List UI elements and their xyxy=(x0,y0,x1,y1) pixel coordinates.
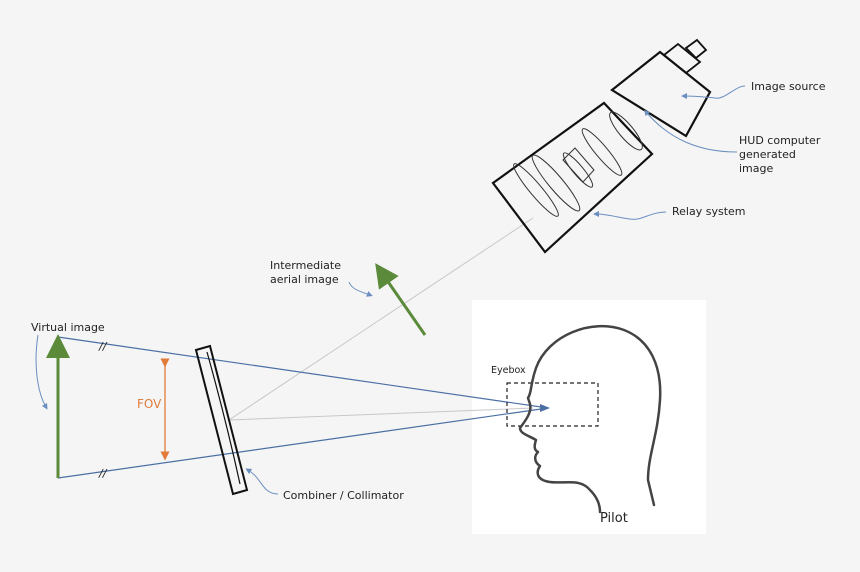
leader-relay xyxy=(593,211,667,220)
tick-bottom: // xyxy=(98,467,108,480)
hud-label-line1: HUD computer xyxy=(739,134,821,147)
leader-combiner xyxy=(245,468,279,495)
leader-image-source xyxy=(681,85,746,100)
intermediate-label-line2: aerial image xyxy=(270,273,339,286)
pilot-head-outline xyxy=(518,325,662,514)
virtual-image-label: Virtual image xyxy=(31,321,105,334)
combiner-label: Combiner / Collimator xyxy=(283,489,404,502)
leader-intermediate xyxy=(348,281,373,297)
optical-axis-ray xyxy=(228,217,534,421)
hud-label-line2: generated xyxy=(739,148,796,161)
fov-label: FOV xyxy=(137,397,162,411)
image-source-housing xyxy=(610,38,712,138)
intermediate-label-line1: Intermediate xyxy=(270,259,341,272)
pilot-label: Pilot xyxy=(600,511,628,526)
tick-top: // xyxy=(98,340,108,353)
leader-hud xyxy=(644,109,738,153)
leader-virtual xyxy=(35,334,48,410)
combiner-plate xyxy=(194,344,249,496)
image-source-label: Image source xyxy=(751,80,826,93)
combiner-to-eye-ray xyxy=(228,407,534,421)
eye-arrowhead xyxy=(540,404,550,412)
lower-ray xyxy=(57,407,549,479)
intermediate-image-arrow xyxy=(375,263,427,336)
hud-label-line3: image xyxy=(739,162,773,175)
relay-system-label: Relay system xyxy=(672,205,746,218)
relay-system-housing xyxy=(491,101,654,254)
upper-ray xyxy=(57,336,549,409)
pilot-panel xyxy=(472,300,706,534)
eyebox-label: Eyebox xyxy=(491,365,526,376)
eyebox-rect xyxy=(506,382,599,427)
